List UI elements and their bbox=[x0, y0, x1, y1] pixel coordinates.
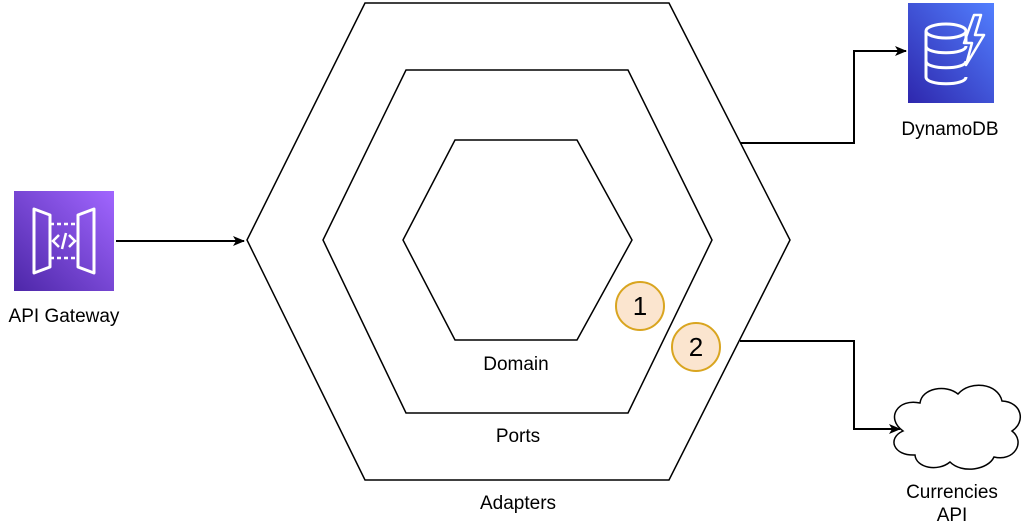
dynamodb-label: DynamoDB bbox=[901, 119, 999, 140]
adapters-label: Adapters bbox=[479, 493, 557, 514]
currencies-api-label-line2: API bbox=[936, 505, 968, 526]
api-gateway-icon bbox=[14, 191, 114, 291]
badge-2: 2 bbox=[671, 322, 721, 372]
domain-label: Domain bbox=[483, 354, 549, 375]
dynamodb-icon bbox=[908, 3, 994, 103]
currencies-api-connector bbox=[740, 340, 901, 434]
currencies-api-label-line1: Currencies bbox=[906, 482, 998, 503]
domain-hexagon bbox=[402, 139, 633, 341]
badge-1: 1 bbox=[615, 281, 665, 331]
cloud-icon bbox=[893, 384, 1022, 470]
adapters-hexagon bbox=[246, 2, 791, 481]
dynamodb-connector bbox=[740, 46, 907, 144]
ports-hexagon bbox=[322, 69, 713, 414]
ports-label: Ports bbox=[495, 426, 541, 447]
api-gateway-label: API Gateway bbox=[8, 306, 120, 327]
